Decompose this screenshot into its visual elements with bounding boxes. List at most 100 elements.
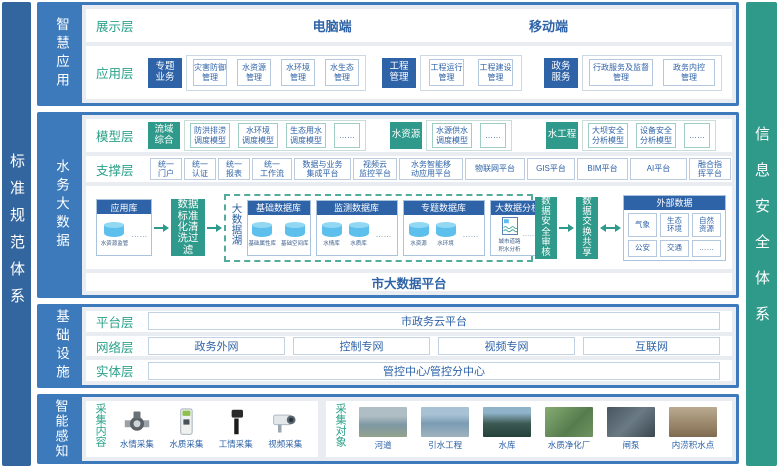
support-chip: 统一 报表: [218, 158, 250, 180]
waterlogging-point-photo: [669, 407, 717, 437]
application-db-body: 水资源监管 ……: [97, 214, 151, 255]
external-chip: 公安: [628, 240, 657, 257]
flow-arrow-icon: [559, 223, 574, 232]
network-layer-label: 网络层: [96, 340, 134, 355]
control-center-box: 管控中心/管控分中心: [148, 361, 720, 380]
sense-item: 河道: [352, 407, 414, 451]
database-label: 基础空间库: [281, 241, 309, 247]
sense-item-label: 工情采集: [218, 439, 253, 449]
model-layer-label: 模型层: [96, 130, 134, 144]
network-box: 互联网: [583, 337, 720, 355]
support-chip: 统一 工作流: [252, 158, 292, 180]
smart-sensing-content: 采集内容 水情采集 水质采集 工情采集 视频采集: [82, 397, 736, 461]
diagram-main: 智慧应用 展示层 电脑端 移动端 应用层 专题 业务 灾害防御 管理 水资源 管…: [37, 2, 739, 466]
monitor-db-title: 监测数据库: [316, 200, 397, 215]
resource-models: 水源供水 调度模型 ……: [426, 120, 512, 151]
model-group-resource: 水资源 水源供水 调度模型 ……: [390, 120, 512, 151]
more-dots: ……: [375, 230, 392, 239]
section-smart-sensing-label: 智能感知: [53, 399, 69, 459]
external-chip: 自然 资源: [692, 212, 721, 238]
app-chip: 工程运行 管理: [429, 59, 464, 86]
application-db-title: 应用库: [97, 200, 151, 214]
sense-item: 水质采集: [162, 408, 211, 450]
sense-item: 水库: [476, 407, 538, 451]
app-group-government: 政务 服务 行政服务及监督 管理 政务内控 管理: [544, 54, 722, 91]
section-smart-application-label: 智慧应用: [54, 17, 69, 91]
standards-system-label: 标准规范体系: [8, 153, 25, 315]
external-chip: 生态 环境: [660, 212, 689, 238]
basic-db-body: 基础属性库 基础空间库: [248, 215, 310, 255]
database-icon: [252, 222, 273, 237]
data-flow-panel: 应用库 水资源监管 …… 数据标准化清洗过滤 大数据湖 基础数据库: [86, 186, 732, 269]
support-chip: 融合指 挥平台: [689, 158, 731, 180]
collect-objects-label: 采集对象: [334, 403, 347, 447]
external-chip: 交通: [660, 240, 689, 257]
application-db-box: 应用库 水资源监管 ……: [96, 199, 152, 256]
mobile-terminal-label: 移动端: [529, 19, 569, 34]
condition-sensor-icon: [231, 409, 243, 435]
collect-objects-panel: 采集对象 河道 引水工程 水库 水质净化厂: [326, 401, 732, 457]
external-data-body: 气象 生态 环境 自然 资源 公安 交通 ……: [624, 210, 725, 260]
collect-content-panel: 采集内容 水情采集 水质采集 工情采集 视频采集: [86, 401, 318, 457]
app-chip: 水资源 管理: [237, 59, 271, 86]
network-box: 视频专网: [438, 337, 575, 355]
model-group-basin: 流域 综合 防洪排涝 调度模型 水环境 调度模型 生态用水 调度模型 ……: [148, 120, 366, 151]
flow-meter-icon: [124, 411, 150, 431]
flow-double-arrow-icon: [600, 223, 621, 232]
sense-item: 内涝积水点: [662, 407, 724, 451]
platform-layer-label: 平台层: [96, 315, 134, 330]
app-chip: 工程建设 管理: [478, 59, 513, 86]
more-dots: ……: [131, 230, 148, 239]
model-chip: 水环境 调度模型: [238, 123, 278, 148]
database-icon: [435, 222, 456, 237]
flow-arrow-icon: [154, 223, 169, 232]
support-chip: 统一 认证: [184, 158, 216, 180]
more-models-chip: ……: [684, 123, 710, 148]
gov-cloud-platform-box: 市政务云平台: [148, 312, 720, 331]
support-chip: 数据与业务 集成平台: [294, 158, 351, 180]
smart-application-content: 展示层 电脑端 移动端 应用层 专题 业务 灾害防御 管理 水资源 管理 水环境…: [82, 5, 736, 103]
infrastructure-content: 平台层 市政务云平台 网络层 政务外网 控制专网 视频专网 互联网 实体层 管控…: [82, 307, 736, 385]
support-chip: 统一 门户: [150, 158, 182, 180]
app-group-engineering: 工程 管理 工程运行 管理 工程建设 管理: [382, 54, 522, 91]
theme-db-body: 水资源 水环境 ……: [404, 215, 484, 255]
bigdata-analysis-title: 大数据分析: [490, 200, 545, 215]
water-quality-device-icon: [180, 408, 193, 435]
security-system-label: 信息安全体系: [753, 126, 770, 342]
network-box: 控制专网: [293, 337, 430, 355]
support-chip: 水务智能移 动应用平台: [399, 158, 463, 180]
reservoir-photo: [483, 407, 532, 437]
more-dots: ……: [522, 231, 537, 238]
platform-layer-row: 平台层 市政务云平台: [86, 311, 732, 332]
support-chip: BIM平台: [577, 158, 628, 180]
entity-layer-label: 实体层: [96, 365, 134, 380]
city-bigdata-platform-row: 市大数据平台: [86, 273, 732, 291]
data-exchange-box: 数据交换共享: [576, 196, 598, 259]
water-bigdata-content: 模型层 流域 综合 防洪排涝 调度模型 水环境 调度模型 生态用水 调度模型 ……: [82, 115, 736, 295]
purification-plant-photo: [545, 407, 594, 437]
display-layer-label: 展示层: [96, 20, 134, 34]
sense-item-label: 视频采集: [268, 439, 303, 449]
database-label: 水情库: [323, 241, 340, 247]
model-chip: 大坝安全 分析模型: [588, 123, 628, 148]
support-chip: 物联网平台: [465, 158, 525, 180]
model-group-project: 水工程 大坝安全 分析模型 设备安全 分析模型 ……: [546, 120, 716, 151]
section-water-bigdata-band: 水务大数据: [40, 115, 82, 295]
external-chip: 气象: [628, 212, 657, 238]
section-smart-sensing: 智能感知 采集内容 水情采集 水质采集 工情采集 视频采集: [37, 394, 739, 464]
support-chip: GIS平台: [527, 158, 575, 180]
network-boxes: 政务外网 控制专网 视频专网 互联网: [148, 337, 720, 355]
sense-item-label: 引水工程: [428, 440, 463, 450]
support-layer-label: 支撑层: [96, 163, 134, 178]
database-label: 水资源监管: [100, 241, 129, 247]
sense-item-label: 水库: [498, 440, 516, 450]
database-icon: [408, 222, 429, 237]
diversion-project-photo: [421, 407, 470, 437]
theme-db-title: 专题数据库: [403, 200, 484, 215]
basin-chip: 流域 综合: [148, 122, 180, 149]
more-models-chip: ……: [480, 123, 506, 148]
sense-item: 引水工程: [414, 407, 476, 451]
standards-system-bar: 标准规范体系: [2, 2, 31, 466]
data-security-audit-box: 数据安全审核: [535, 196, 557, 259]
project-models: 大坝安全 分析模型 设备安全 分析模型 ……: [582, 120, 716, 151]
